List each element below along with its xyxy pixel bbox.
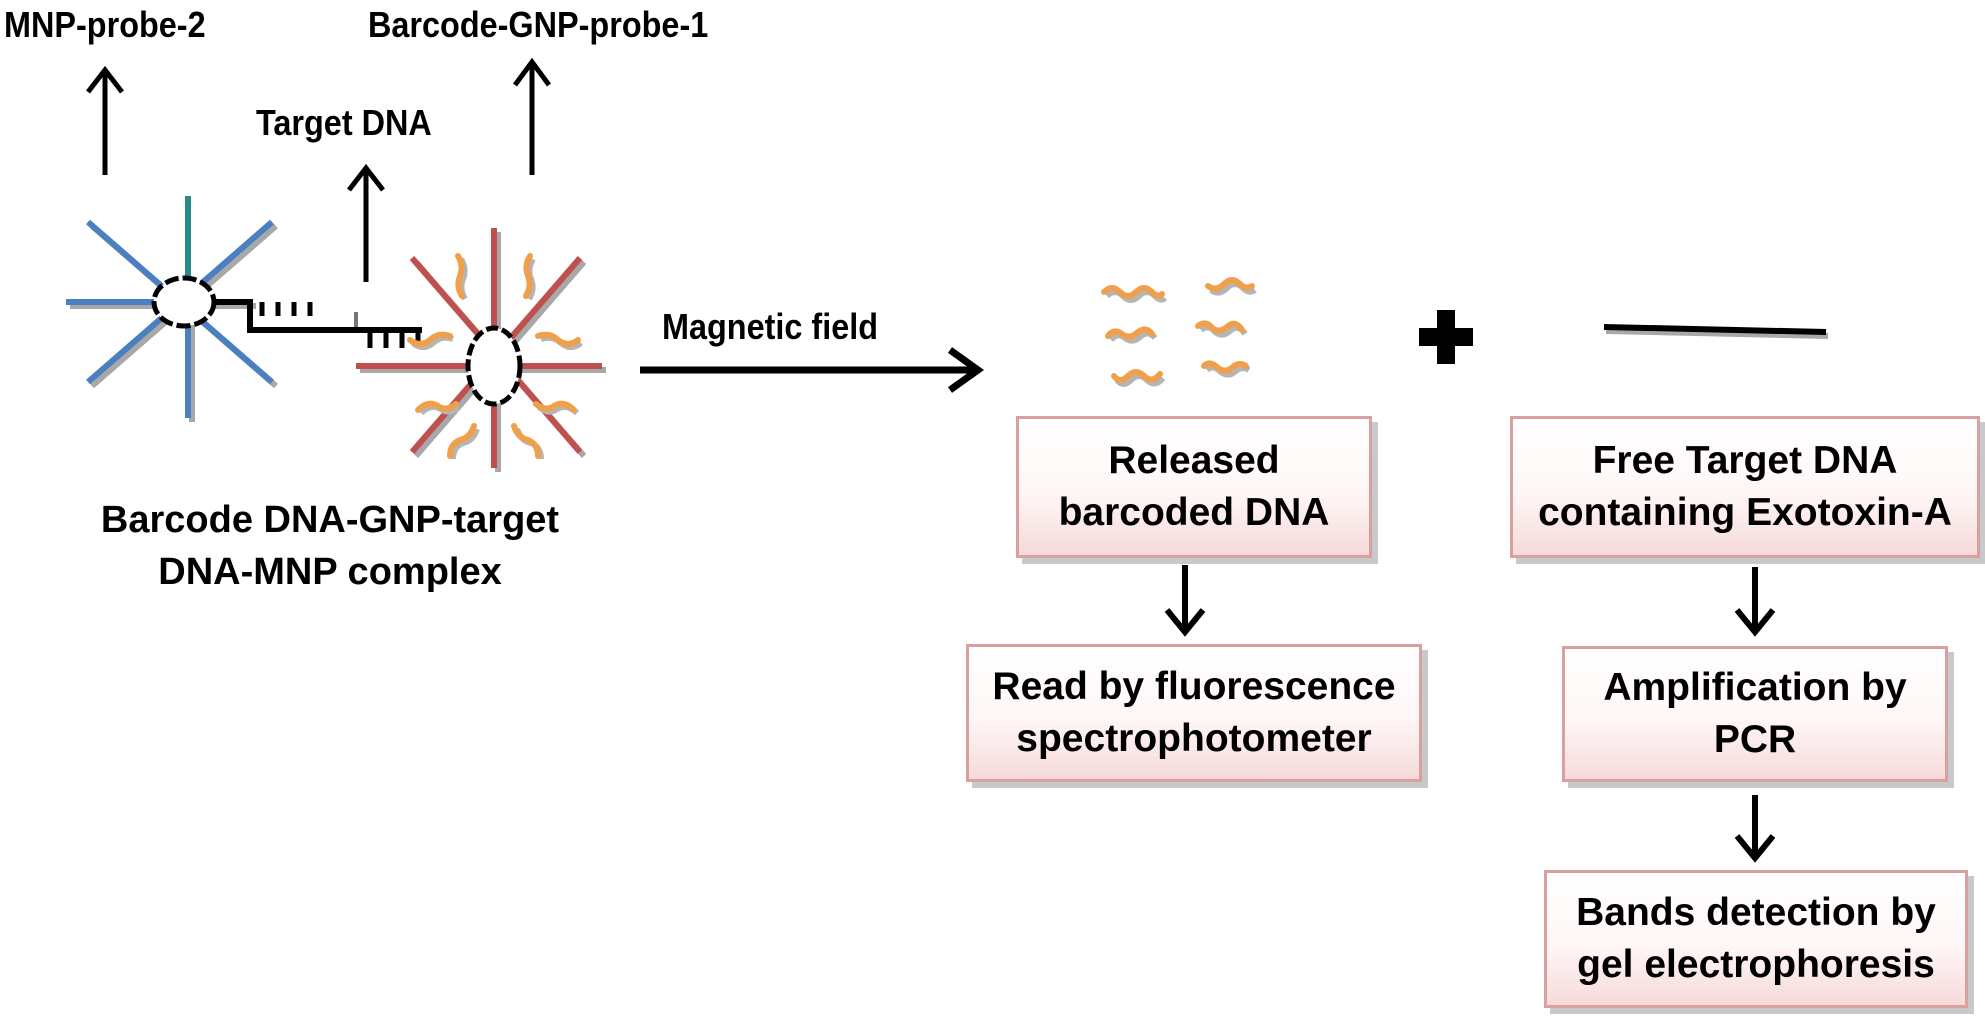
label-mnp-probe: MNP-probe-2: [4, 4, 206, 45]
arrow-down-target-to-pcr: [1734, 567, 1776, 637]
box-gel-line2: gel electrophoresis: [1577, 943, 1935, 986]
box-released-line1: Released: [1108, 439, 1280, 482]
mnp-particle: [66, 196, 278, 422]
box-free-target-line1: Free Target DNA: [1592, 439, 1898, 482]
gnp-particle: [356, 228, 606, 472]
released-barcode-fragments: [1101, 277, 1257, 387]
plus-icon: [1419, 310, 1473, 364]
box-fluorescence-line1: Read by fluorescence: [992, 665, 1396, 708]
box-gel-electrophoresis: Bands detection by gel electrophoresis: [1544, 870, 1968, 1008]
label-gnp-probe: Barcode-GNP-probe-1: [368, 4, 709, 45]
magnetic-field-arrow: [640, 347, 985, 393]
arrow-down-released-to-fluorescence: [1164, 565, 1206, 637]
arrow-up-mnp-probe: [86, 65, 124, 175]
label-target-dna: Target DNA: [256, 102, 432, 143]
arrow-up-gnp-probe: [512, 57, 552, 175]
label-complex-line1: Barcode DNA-GNP-target: [100, 499, 560, 541]
target-dna-strand: [214, 299, 422, 348]
box-released-barcoded-dna: Released barcoded DNA: [1016, 416, 1372, 558]
box-fluorescence-read: Read by fluorescence spectrophotometer: [966, 644, 1422, 782]
label-complex: Barcode DNA-GNP-target DNA-MNP complex: [60, 494, 600, 598]
arrow-down-pcr-to-gel: [1734, 795, 1776, 863]
box-free-target-line2: containing Exotoxin-A: [1538, 491, 1952, 534]
label-complex-line2: DNA-MNP complex: [158, 551, 502, 593]
box-released-line2: barcoded DNA: [1058, 491, 1330, 534]
label-magnetic-field: Magnetic field: [662, 306, 879, 347]
free-target-dna-line: [1603, 324, 1829, 339]
box-gel-line1: Bands detection by: [1576, 891, 1936, 934]
box-fluorescence-line2: spectrophotometer: [1016, 717, 1372, 760]
arrow-up-target-dna: [347, 163, 385, 282]
box-pcr-amplification: Amplification by PCR: [1562, 646, 1948, 782]
box-free-target-dna: Free Target DNA containing Exotoxin-A: [1510, 416, 1980, 558]
box-pcr-line1: Amplification by: [1603, 666, 1907, 709]
box-pcr-line2: PCR: [1713, 718, 1797, 761]
